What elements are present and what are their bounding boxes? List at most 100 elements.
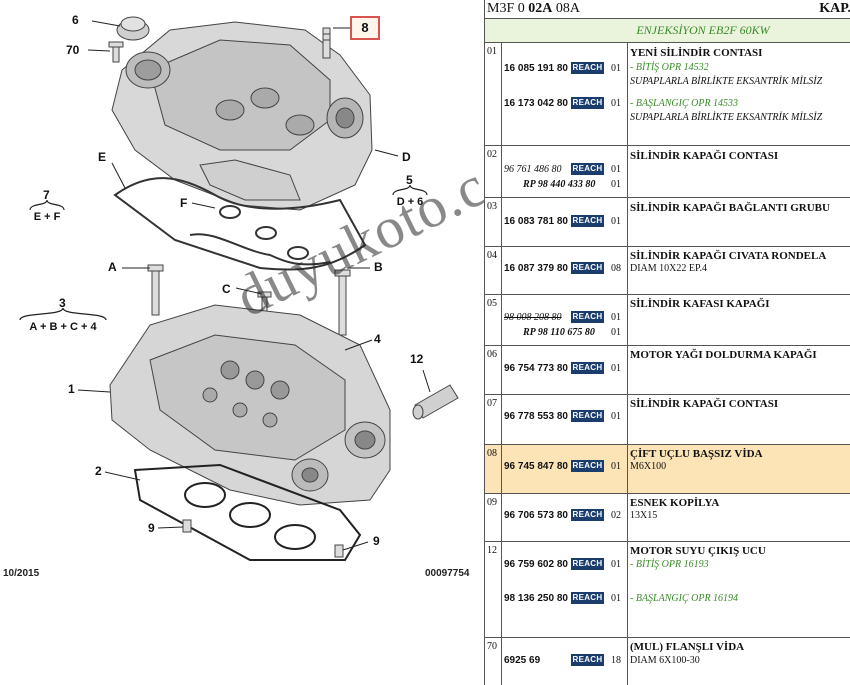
dowel-pins-drawing (182, 519, 344, 558)
part-number[interactable]: 96 778 553 80 (504, 411, 568, 422)
divider (627, 198, 628, 246)
reach-badge: REACH (571, 558, 604, 570)
quantity: 01 (611, 461, 621, 472)
part-number[interactable]: 16 085 191 80 (504, 63, 568, 74)
callout-4[interactable]: 4 (374, 332, 381, 346)
reach-badge: REACH (571, 262, 604, 274)
quantity: 01 (611, 98, 621, 109)
part-title: (MUL) FLANŞLI VİDA (630, 641, 745, 653)
parts-row-06[interactable]: 06 MOTOR YAĞI DOLDURMA KAPAĞI 96 754 773… (485, 346, 850, 395)
part-number[interactable]: 16 083 781 80 (504, 216, 568, 227)
reach-badge: REACH (571, 654, 604, 666)
divider (501, 198, 502, 246)
part-title: MOTOR SUYU ÇIKIŞ UCU (630, 545, 766, 557)
quantity: 01 (611, 363, 621, 374)
divider (627, 494, 628, 541)
divider (501, 638, 502, 685)
section-title: KAP. (819, 1, 850, 16)
row-number: 08 (487, 448, 497, 459)
part-number[interactable]: 96 761 486 80 (504, 164, 562, 175)
parts-row-05[interactable]: 05 SİLİNDİR KAFASI KAPAĞI 98 008 208 80 … (485, 295, 850, 346)
part-description: DIAM 6X100-30 (630, 655, 700, 666)
part-number-superseded[interactable]: 98 008 208 80 (504, 312, 562, 323)
callout-d[interactable]: D (402, 150, 411, 164)
callout-9-right[interactable]: 9 (373, 534, 380, 548)
part-description: M6X100 (630, 461, 667, 472)
quantity: 01 (611, 216, 621, 227)
part-number[interactable]: 96 754 773 80 (504, 363, 568, 374)
group-7-label: E + F (33, 211, 61, 223)
part-number[interactable]: 6925 69 (504, 655, 541, 666)
diagram-date: 10/2015 (3, 568, 40, 579)
part-title: SİLİNDİR KAPAĞI CONTASI (630, 398, 779, 410)
parts-row-01[interactable]: 01 YENİ SİLİNDİR CONTASI 16 085 191 80 R… (485, 43, 850, 146)
part-number[interactable]: 16 173 042 80 (504, 98, 568, 109)
replacement-part-number[interactable]: RP 98 440 433 80 (523, 179, 596, 190)
parts-row-07[interactable]: 07 SİLİNDİR KAPAĞI CONTASI 96 778 553 80… (485, 395, 850, 445)
callout-f[interactable]: F (180, 196, 188, 210)
part-description: DIAM 10X22 EP.4 (630, 263, 707, 274)
parts-table: M3F 0 02A 08A KAP. ENJEKSİYON EB2F 60KW … (484, 0, 850, 685)
parts-row-09[interactable]: 09 ESNEK KOPİLYA 96 706 573 80 REACH 02 … (485, 494, 850, 542)
parts-row-08-selected[interactable]: 08 ÇİFT UÇLU BAŞSIZ VİDA 96 745 847 80 R… (485, 445, 850, 494)
divider (501, 43, 502, 145)
callout-8-selected[interactable]: 8 (350, 16, 380, 40)
replacement-part-number[interactable]: RP 98 110 675 80 (523, 327, 595, 338)
callout-70[interactable]: 70 (66, 43, 80, 57)
quantity: 01 (611, 593, 621, 604)
parts-row-04[interactable]: 04 SİLİNDİR KAPAĞI CIVATA RONDELA 16 087… (485, 247, 850, 295)
part-description: SUPAPLARLA BİRLİKTE EKSANTRİK MİLSİZ (630, 112, 823, 123)
cylinder-head-drawing (109, 304, 391, 506)
callout-6[interactable]: 6 (72, 13, 79, 27)
row-number: 02 (487, 149, 497, 160)
part-title: ESNEK KOPİLYA (630, 497, 720, 509)
quantity: 01 (611, 179, 621, 190)
row-number: 06 (487, 349, 497, 360)
callout-12[interactable]: 12 (410, 352, 424, 366)
reach-badge: REACH (571, 163, 604, 175)
diagram-reference: 00097754 (425, 568, 470, 579)
divider (627, 146, 628, 197)
part-number[interactable]: 96 745 847 80 (504, 461, 568, 472)
callout-c[interactable]: C (222, 282, 231, 296)
group-5-label: D + 6 (396, 196, 424, 208)
callout-a[interactable]: A (108, 260, 117, 274)
parts-row-12[interactable]: 12 MOTOR SUYU ÇIKIŞ UCU 96 759 602 80 RE… (485, 542, 850, 638)
row-number: 07 (487, 398, 497, 409)
part-note: - BİTİŞ OPR 14532 (630, 62, 709, 73)
reach-badge: REACH (571, 509, 604, 521)
parts-row-70[interactable]: 70 (MUL) FLANŞLI VİDA 6925 69 REACH 18 D… (485, 638, 850, 685)
divider (627, 295, 628, 345)
divider (627, 395, 628, 444)
callout-e[interactable]: E (98, 150, 107, 164)
callout-2[interactable]: 2 (95, 464, 102, 478)
quantity: 01 (611, 312, 621, 323)
reach-badge: REACH (571, 592, 604, 604)
part-number[interactable]: 98 136 250 80 (504, 593, 568, 604)
divider (627, 43, 628, 145)
part-title: YENİ SİLİNDİR CONTASI (630, 47, 763, 59)
quantity: 01 (611, 164, 621, 175)
divider (501, 146, 502, 197)
callout-1[interactable]: 1 (68, 382, 75, 396)
part-description: SUPAPLARLA BİRLİKTE EKSANTRİK MİLSİZ (630, 76, 823, 87)
divider (627, 638, 628, 685)
group-5-number: 5 (406, 173, 413, 187)
callout-9-left[interactable]: 9 (148, 521, 155, 535)
parts-row-02[interactable]: 02 SİLİNDİR KAPAĞI CONTASI 96 761 486 80… (485, 146, 850, 198)
part-note: - BAŞLANGIÇ OPR 16194 (630, 593, 739, 604)
water-outlet-drawing (412, 384, 459, 420)
part-number[interactable]: 96 759 602 80 (504, 559, 568, 570)
callout-leader-lines (77, 20, 431, 551)
part-number[interactable]: 96 706 573 80 (504, 510, 568, 521)
reach-badge: REACH (571, 460, 604, 472)
part-number[interactable]: 16 087 379 80 (504, 263, 568, 274)
divider (501, 247, 502, 294)
parts-row-03[interactable]: 03 SİLİNDİR KAPAĞI BAĞLANTI GRUBU 16 083… (485, 198, 850, 247)
callout-b[interactable]: B (374, 260, 383, 274)
row-number: 09 (487, 497, 497, 508)
part-title: SİLİNDİR KAPAĞI BAĞLANTI GRUBU (630, 202, 830, 214)
reach-badge: REACH (571, 97, 604, 109)
group-braces (19, 184, 428, 321)
reach-badge: REACH (571, 362, 604, 374)
